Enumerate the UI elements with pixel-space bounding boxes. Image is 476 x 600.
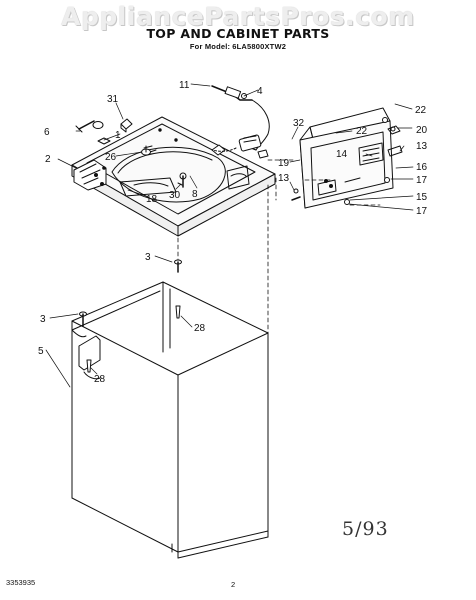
callout-20: 20 <box>416 125 428 136</box>
callout-5: 5 <box>38 346 44 357</box>
callout-4: 4 <box>257 86 263 97</box>
callout-8: 8 <box>192 189 198 200</box>
cabinet <box>71 281 269 559</box>
callout-30: 30 <box>169 190 181 201</box>
callout-1: 1 <box>115 130 121 141</box>
model-label: For Model: <box>189 42 231 51</box>
callout-26: 26 <box>105 152 117 163</box>
callout-numbers: 11 4 31 6 1 2 26 30 8 18 32 22 20 22 14 … <box>38 80 428 385</box>
callout-11: 11 <box>179 80 190 91</box>
callout-3a: 3 <box>145 252 151 263</box>
callout-6: 6 <box>44 127 50 138</box>
watermark: AppliancePartsPros.com <box>61 2 415 31</box>
callout-19: 19 <box>278 158 290 169</box>
callout-28a: 28 <box>194 323 206 334</box>
model-number: 6LA5800XTW2 <box>232 42 287 51</box>
lid-switch-assembly <box>211 85 270 159</box>
callout-22a: 22 <box>415 105 427 116</box>
callout-14: 14 <box>336 149 348 160</box>
callout-13b: 13 <box>278 173 290 184</box>
callout-2: 2 <box>45 154 51 165</box>
callout-3b: 3 <box>40 314 46 325</box>
callout-22b: 22 <box>356 126 368 137</box>
callout-18: 18 <box>146 194 158 205</box>
callout-32: 32 <box>293 118 305 129</box>
cabinet-screws <box>79 259 182 373</box>
washer-lid <box>291 107 403 209</box>
callout-17a: 17 <box>416 175 428 186</box>
washer-top <box>71 116 276 237</box>
page-title: TOP AND CABINET PARTS <box>146 26 330 41</box>
callout-13a: 13 <box>416 141 428 152</box>
callout-16: 16 <box>416 162 428 173</box>
handwritten-date: 5/93 <box>342 518 389 540</box>
alignment-lines <box>177 159 381 334</box>
callout-28b: 28 <box>94 374 106 385</box>
callout-15: 15 <box>416 192 428 203</box>
top-hardware <box>75 118 226 188</box>
callout-31: 31 <box>107 94 119 105</box>
model-line: For Model:6LA5800XTW2 <box>0 42 476 51</box>
leader-lines <box>45 83 414 388</box>
callout-17b: 17 <box>416 206 428 217</box>
document-number: 3353935 <box>6 578 36 587</box>
page-number: 2 <box>231 580 236 589</box>
